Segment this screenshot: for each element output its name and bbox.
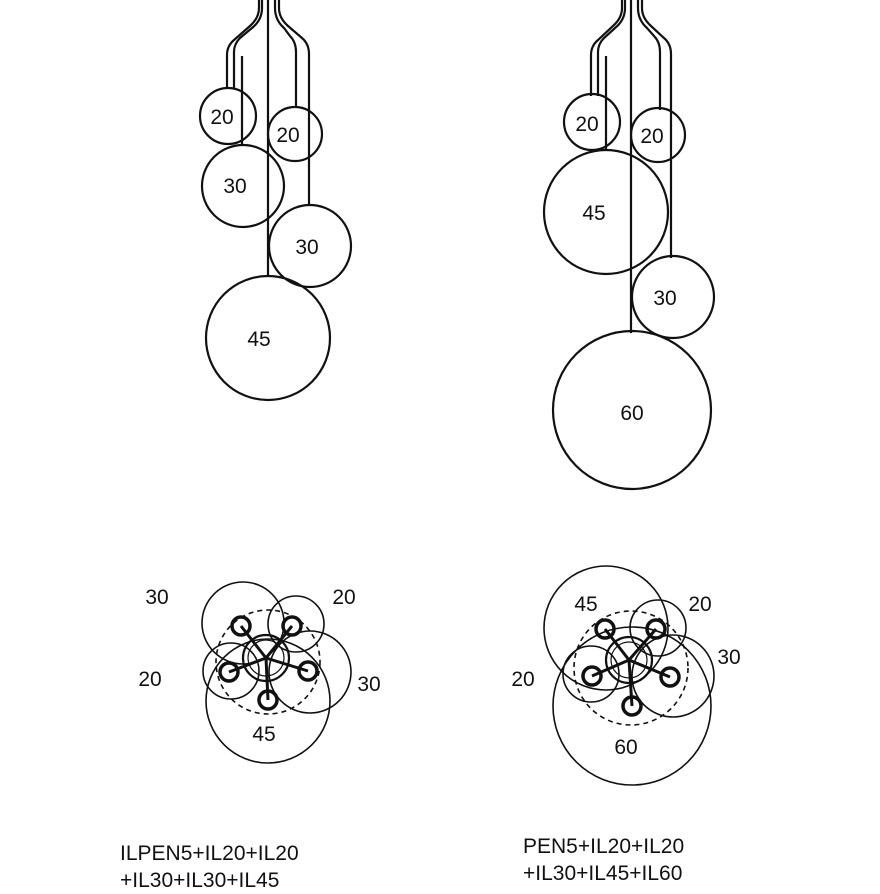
lamp-b-globe-30 — [630, 254, 716, 340]
lamp-a-plan-label: 30 — [357, 673, 380, 696]
lamp-b-globe-label: 20 — [640, 125, 663, 148]
lamp-a-globe-label: 20 — [276, 124, 299, 147]
lamp-b-globe-60 — [551, 329, 713, 491]
lamp-a-globe-20-left — [198, 86, 258, 146]
lamp-a-plan-label: 20 — [332, 586, 355, 609]
lamp-a-plan-globe-45 — [205, 638, 331, 764]
lamp-a-caption-line-2: +IL30+IL30+IL45 — [120, 869, 280, 892]
lamp-b-plan-globe-45 — [543, 565, 669, 691]
lamp-b-globe-label: 60 — [620, 402, 643, 425]
socket-icon — [230, 615, 252, 637]
lamp-b-plan-labels: 45 20 20 30 60 — [511, 593, 740, 759]
lamp-a-plan-globe-20-left — [202, 642, 260, 700]
lamp-b-plan-label: 60 — [614, 736, 637, 759]
lamp-b-sockets — [581, 618, 681, 717]
lamp-a-plan-globe-30-right — [268, 630, 352, 714]
lamp-b-plan — [543, 565, 715, 786]
lamp-a-plan-dashed-ring — [215, 609, 321, 715]
lamp-b-plan-label: 20 — [688, 593, 711, 616]
lamp-b-globe-20-left — [562, 92, 622, 152]
lamp-b-globe-45 — [542, 148, 670, 276]
lamp-b-plan-label: 30 — [717, 646, 740, 669]
lamp-b-plan-dashed-ring — [573, 610, 689, 726]
lamp-b-globe-label: 30 — [653, 287, 676, 310]
lamp-a-plan-label: 45 — [252, 723, 275, 746]
socket-icon — [659, 666, 681, 688]
lamp-a-elevation — [198, 0, 353, 402]
lamp-a-globe-label: 45 — [247, 328, 270, 351]
lamp-b-plan-globe-20-left — [562, 645, 620, 703]
lamp-b-caption-line-1: PEN5+IL20+IL20 — [523, 835, 685, 858]
lamp-a-globe-45 — [204, 274, 332, 402]
socket-icon — [297, 660, 319, 682]
lamp-b-globe-label: 20 — [575, 113, 598, 136]
lamp-b-elevation — [542, 0, 716, 491]
lamp-a-plan-label: 20 — [138, 668, 161, 691]
socket-icon — [621, 695, 643, 717]
lamp-a-plan-label: 30 — [145, 586, 168, 609]
lamp-a-globe-30-right — [267, 203, 353, 289]
socket-icon — [594, 618, 616, 640]
lamp-a-globe-label: 30 — [223, 175, 246, 198]
lamp-b-arms — [591, 628, 671, 707]
lamp-b-globe-labels: 20 20 45 30 60 — [575, 113, 676, 425]
lamp-b-cables — [589, 0, 673, 333]
lamp-b-globe-20-right — [629, 106, 687, 164]
socket-icon — [581, 665, 603, 687]
lamp-a-arms — [228, 625, 309, 701]
lamp-b-globe-label: 45 — [582, 202, 605, 225]
socket-icon — [218, 661, 240, 683]
lamp-a-globe-label: 30 — [295, 236, 318, 259]
socket-icon — [257, 689, 279, 711]
lamp-a-globe-20-right — [266, 105, 324, 163]
lamp-a-globe-labels: 20 20 30 30 45 — [210, 106, 318, 351]
lamp-b-plan-label: 20 — [511, 668, 534, 691]
socket-icon — [645, 618, 667, 640]
socket-icon — [281, 615, 303, 637]
lamp-a-plan — [201, 581, 352, 764]
lamp-b-caption: PEN5+IL20+IL20 +IL30+IL45+IL60 — [523, 833, 684, 887]
lamp-a-caption-line-1: ILPEN5+IL20+IL20 — [120, 842, 299, 865]
lamp-b-plan-globe-20-top — [629, 599, 687, 657]
lamp-a-globe-30-left — [200, 143, 286, 229]
lamp-a-plan-labels: 30 20 20 30 45 — [138, 586, 380, 746]
lamp-b-plan-globe-60 — [552, 626, 712, 786]
lamp-b-caption-line-2: +IL30+IL45+IL60 — [523, 862, 683, 885]
lamp-a-plan-globe-20-top — [267, 595, 325, 653]
lamp-b-plan-label: 45 — [574, 593, 597, 616]
lamp-a-sockets — [218, 615, 319, 711]
lamp-a-caption: ILPEN5+IL20+IL20 +IL30+IL30+IL45 — [120, 840, 299, 894]
lamp-b-plan-globe-30 — [631, 634, 715, 718]
lamp-a-globe-label: 20 — [210, 106, 233, 129]
